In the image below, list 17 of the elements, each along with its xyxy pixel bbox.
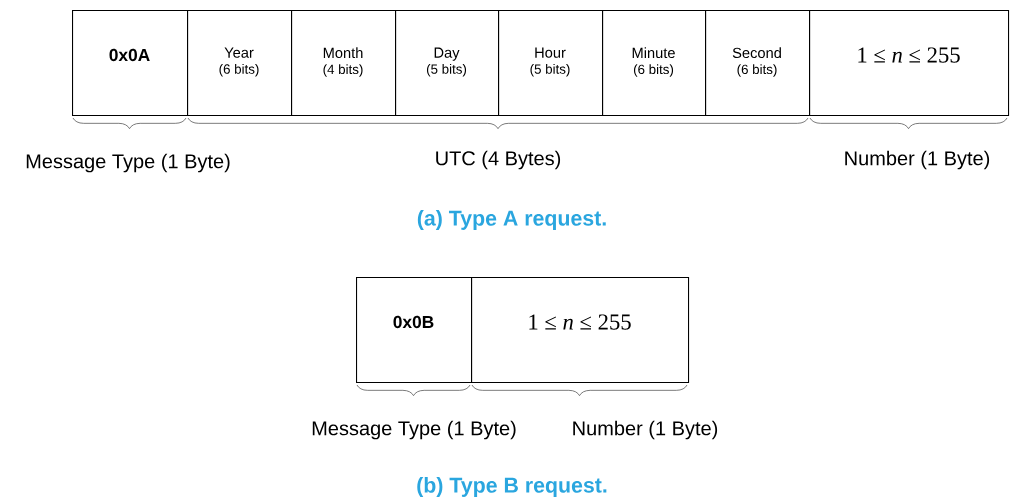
field-label: UTC (4 Bytes): [436, 150, 561, 170]
type-cell: 0x0A: [72, 10, 189, 117]
field-label: Message Type (1 Byte): [26, 153, 230, 173]
field-cell: Minute (6 bits): [602, 10, 707, 117]
field-label: Message Type (1 Byte): [312, 420, 516, 440]
field-cell: Second (6 bits): [705, 10, 811, 117]
number-cell: 1 ≤ n ≤ 255: [809, 10, 1010, 117]
field-label: Number (1 Byte): [573, 420, 718, 440]
field-cell: Month (4 bits): [291, 10, 397, 117]
field-cell: Day (5 bits): [395, 10, 500, 117]
caption: (a) Type A request.: [417, 210, 606, 230]
field-label: Number (1 Byte): [845, 150, 990, 170]
field-cell: Hour (5 bits): [498, 10, 604, 117]
caption: (b) Type B request.: [417, 477, 607, 497]
type-cell: 0x0B: [356, 277, 473, 384]
number-cell: 1 ≤ n ≤ 255: [471, 277, 690, 384]
field-cell: Year (6 bits): [187, 10, 293, 117]
